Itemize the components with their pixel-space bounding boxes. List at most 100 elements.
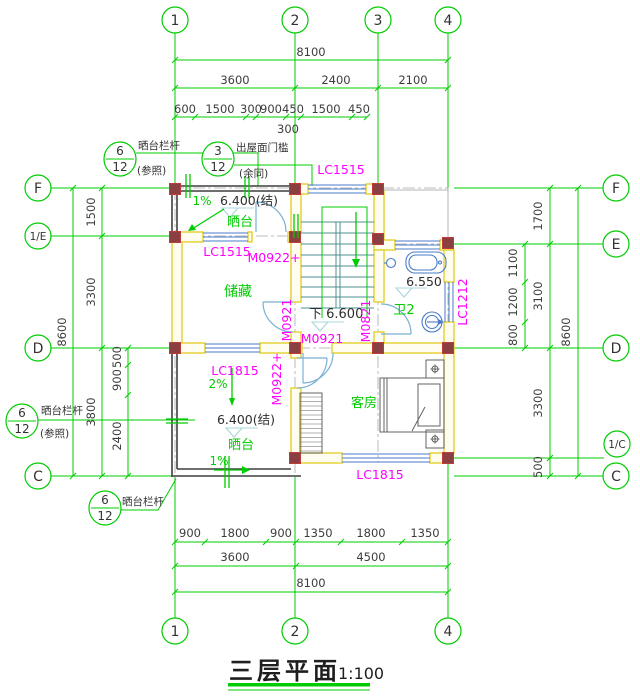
dim-label: 300	[277, 122, 299, 136]
slope-terrace-top: 1%	[192, 194, 211, 208]
window-tag-stair-top: LC1515	[317, 162, 365, 177]
callout-den: 12	[14, 422, 29, 436]
slope-terrace-bottom-out: 1%	[209, 454, 228, 468]
axis-bubbles-bottom: 1 2 4	[161, 617, 462, 645]
window-tag-storage: LC1515	[203, 244, 251, 259]
door-tag-bedroom: M0921	[301, 331, 344, 346]
window-tag-terrace-d: LC1815	[211, 363, 259, 378]
staircase	[301, 206, 374, 318]
dim-label: 1800	[220, 526, 249, 540]
title-underline-thick	[228, 683, 370, 687]
joint-ticks	[166, 174, 299, 488]
roof-edge	[384, 189, 449, 238]
door-storage	[262, 301, 294, 333]
dim-label: 8600	[559, 317, 573, 346]
dim-label: 8100	[296, 576, 325, 590]
room-label-bath: 卫2	[393, 303, 414, 318]
callout-text: 出屋面门槛	[236, 141, 289, 154]
level-marks	[220, 207, 427, 438]
title-scale: 1:100	[338, 664, 384, 683]
callout-text: 晒台栏杆	[138, 139, 180, 152]
dim-label: 8600	[55, 317, 69, 346]
dim-labels-bottom: 900 1800 900 1350 1800 1350 3600 4500 81…	[179, 526, 440, 590]
callout-num: 6	[18, 406, 26, 420]
dim-label: 500	[110, 346, 124, 368]
dim-label: 8100	[296, 45, 325, 59]
dim-label: 900	[260, 102, 282, 116]
doors	[255, 201, 412, 389]
axis-label: 1	[171, 624, 180, 640]
axis-label: 1/E	[30, 231, 47, 243]
callout-den: 12	[97, 509, 112, 523]
callout-num: 6	[101, 493, 109, 507]
dim-label: 600	[174, 102, 196, 116]
dim-label: 450	[348, 102, 370, 116]
dim-label: 800	[506, 324, 520, 346]
door-tag-storage: M0921	[279, 299, 294, 342]
axis-label: 1/C	[608, 439, 626, 451]
callout-text: 晒台栏杆	[41, 404, 83, 417]
window-tag-bedroom-bottom: LC1815	[356, 467, 404, 482]
nightstand-top	[425, 359, 445, 379]
title-text: 三层平面	[229, 657, 341, 685]
stair-treads	[301, 221, 374, 309]
slope-arrows	[188, 208, 250, 474]
dim-label: 1200	[506, 287, 520, 316]
window-bath-right	[444, 282, 454, 322]
callout-terrace-rail-bottom: 6 12 晒台栏杆	[88, 490, 164, 526]
window-bedroom-bottom	[342, 453, 430, 463]
door-tag-bedroom-terrace: M0922+	[269, 352, 284, 405]
callout-note: (余同)	[239, 167, 268, 180]
axis-label: 2	[291, 13, 300, 29]
axis-label: D	[33, 341, 44, 357]
axis-bubbles-right: F E D 1/C C	[602, 174, 631, 490]
dim-labels-top: 8100 3600 2400 2100 600 1500 300 900 450…	[174, 45, 428, 136]
callout-num: 3	[214, 144, 222, 158]
callout-terrace-rail-mid: 6 12 晒台栏杆 (参照)	[5, 403, 83, 440]
door-bedroom-terrace	[296, 357, 328, 389]
stair-stringer	[335, 222, 341, 308]
axis-label: E	[612, 237, 621, 253]
nightstand-bottom	[425, 429, 445, 449]
door-bath	[380, 303, 412, 335]
level-terrace-bottom: 6.400(结)	[217, 412, 275, 427]
toilet-arrow	[438, 319, 444, 325]
columns	[169, 183, 454, 464]
dim-label: 900	[270, 526, 292, 540]
dim-label: 3600	[220, 73, 249, 87]
dim-label: 1350	[303, 526, 332, 540]
dim-label: 1500	[311, 102, 340, 116]
dim-labels-left: 8600 1500 3300 3800 500 900 2400	[55, 197, 124, 450]
level-stair: 下 6.600	[309, 307, 363, 322]
dim-label: 900	[110, 369, 124, 391]
callout-leaders	[38, 152, 313, 511]
room-label-storage: 储藏	[224, 284, 252, 300]
room-labels: 晒台 储藏 卫2 客房 晒台	[224, 215, 415, 453]
bed-fold	[411, 406, 426, 432]
room-label-terrace-bottom: 晒台	[228, 438, 254, 453]
walls-yellow	[171, 183, 455, 464]
dim-label: 1350	[410, 526, 439, 540]
axis-label: 3	[374, 13, 383, 29]
windows	[203, 184, 454, 463]
dim-label: 900	[179, 526, 201, 540]
furniture	[299, 359, 445, 454]
walls-parapet	[171, 185, 301, 477]
axis-bubbles-top: 1 2 3 4	[161, 6, 462, 34]
dim-label: 3300	[84, 277, 98, 306]
callout-den: 12	[210, 160, 225, 174]
level-terrace-top: 6.400(结)	[220, 193, 278, 208]
room-label-bedroom: 客房	[351, 395, 377, 411]
dimension-lines	[69, 56, 582, 596]
dim-label: 2100	[398, 73, 427, 87]
dim-label: 1500	[205, 102, 234, 116]
callout-roof-door-sill: 3 12 出屋面门槛 (余同)	[201, 141, 289, 180]
bed	[379, 377, 445, 433]
wardrobe	[299, 392, 323, 454]
stair-handrail	[321, 206, 368, 318]
window-stair-top	[308, 184, 366, 194]
axis-label: C	[611, 469, 621, 485]
axis-label: F	[612, 181, 620, 197]
axis-bubbles-left: F 1/E D C	[24, 174, 52, 490]
axis-label: 1	[171, 13, 180, 29]
